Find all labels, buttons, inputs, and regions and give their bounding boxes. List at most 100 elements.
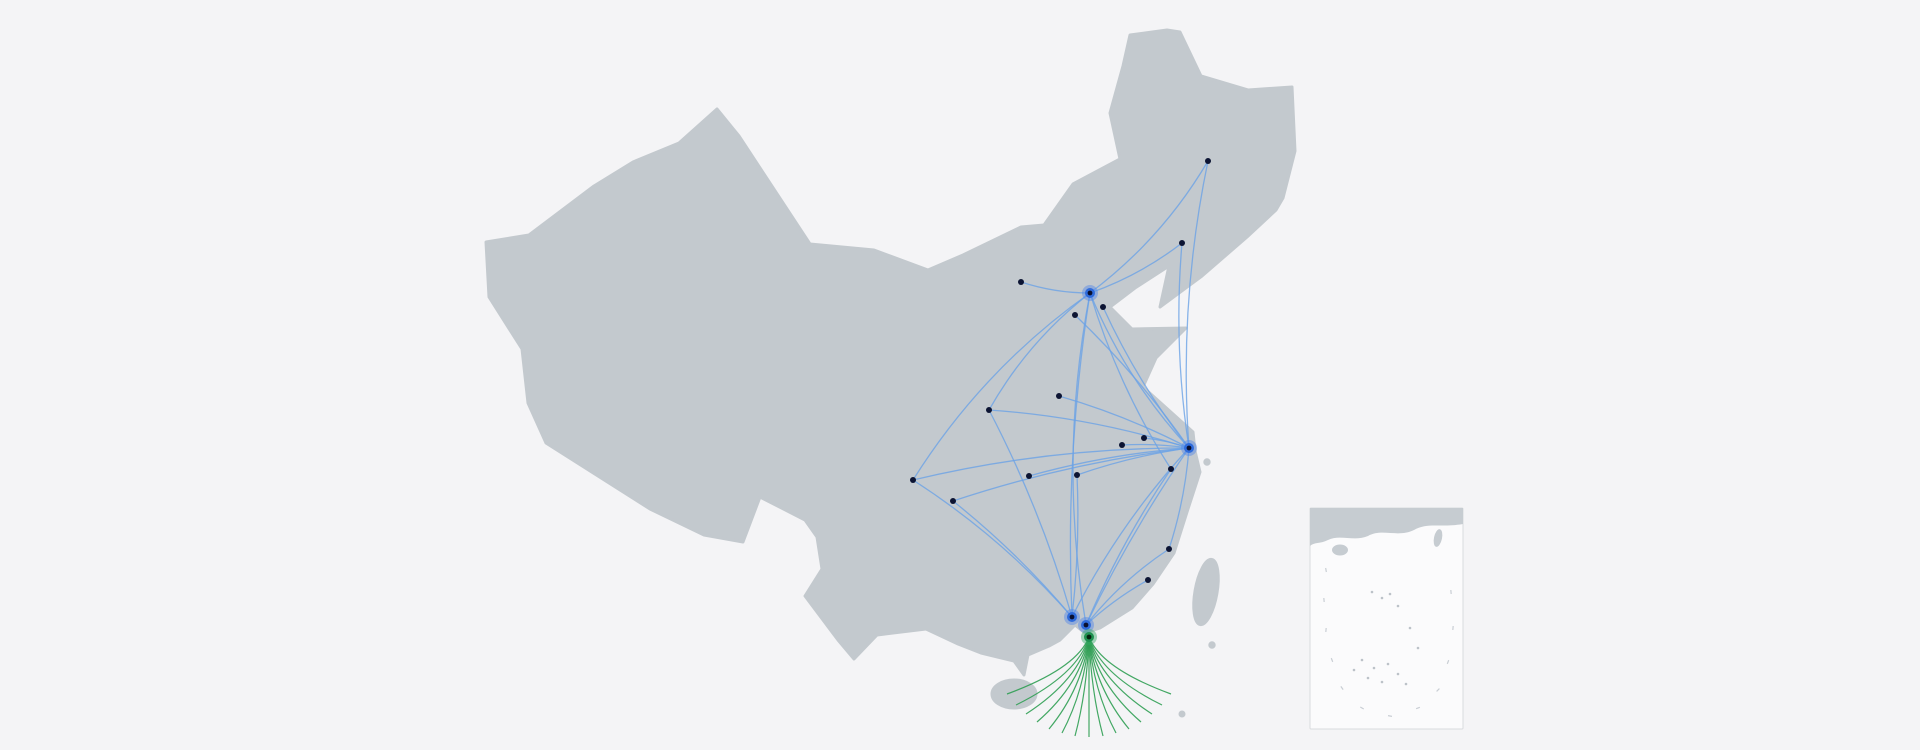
- inset-island-3: [1388, 592, 1392, 596]
- green-route-11: [1088, 636, 1130, 730]
- inset-island-2: [1380, 596, 1384, 600]
- route-beijing-hohhot: [1020, 281, 1091, 294]
- inset-island-4: [1396, 604, 1400, 608]
- city-dot-hangzhou[interactable]: [1168, 466, 1174, 472]
- city-dot-chengdu[interactable]: [910, 477, 916, 483]
- inset-coastline-shape: [1310, 508, 1463, 546]
- city-dot-harbin[interactable]: [1205, 158, 1211, 164]
- islet-south: [1178, 710, 1186, 718]
- inset-dash-9: [1436, 688, 1440, 692]
- city-dot-yichang[interactable]: [1026, 473, 1032, 479]
- inset-dash-4: [1330, 657, 1334, 663]
- city-dot-shenyang[interactable]: [1179, 240, 1185, 246]
- inset-island-6: [1416, 646, 1420, 650]
- green-route-4: [1036, 636, 1090, 723]
- green-route-3: [1025, 636, 1090, 715]
- inset-island-7: [1360, 658, 1364, 662]
- route-shanghai-zhengzhou: [1058, 395, 1190, 449]
- hub-guangzhou[interactable]: [1064, 609, 1080, 625]
- inset-island-14: [1352, 668, 1356, 672]
- hub-shanghai-core: [1186, 445, 1192, 451]
- city-dot-hefei[interactable]: [1119, 442, 1125, 448]
- route-shanghai-yichang: [1028, 447, 1190, 477]
- inset-dash-1: [1325, 567, 1327, 573]
- inset-dash-7: [1387, 715, 1393, 717]
- inset-dash-11: [1452, 625, 1454, 631]
- route-shanghai-shenzhen: [1085, 447, 1190, 626]
- city-dot-zhengzhou[interactable]: [1056, 393, 1062, 399]
- inset-dash-12: [1450, 589, 1452, 595]
- taiwan-island-shape: [1192, 557, 1220, 627]
- route-beijing-hangzhou: [1089, 292, 1172, 470]
- route-guangzhou-wuhan: [1071, 474, 1079, 618]
- green-route-1: [1006, 636, 1090, 695]
- inset-dash-2: [1323, 597, 1325, 603]
- city-dot-hohhot[interactable]: [1018, 279, 1024, 285]
- city-dot-chongqing[interactable]: [950, 498, 956, 504]
- south-china-sea-inset: [1309, 507, 1464, 730]
- city-dots-layer: [910, 158, 1211, 583]
- blue-routes-layer: [912, 160, 1209, 626]
- hub-shanghai[interactable]: [1181, 440, 1197, 456]
- inset-island-13: [1404, 682, 1408, 686]
- inset-dash-3: [1325, 627, 1327, 633]
- hub-hongkong[interactable]: [1081, 629, 1097, 645]
- inset-island-10: [1366, 676, 1370, 680]
- route-shanghai-fuzhou: [1168, 447, 1190, 550]
- hub-guangzhou-core: [1069, 614, 1075, 620]
- route-beijing-xian: [988, 292, 1091, 411]
- inset-island-8: [1372, 666, 1376, 670]
- city-dot-fuzhou[interactable]: [1166, 546, 1172, 552]
- route-beijing-chengdu: [912, 292, 1091, 481]
- route-shenzhen-hangzhou: [1085, 468, 1172, 626]
- islet-zhoushan: [1203, 458, 1211, 466]
- inset-dash-line-layer: [1323, 567, 1454, 717]
- inset-island-9: [1386, 662, 1390, 666]
- route-shanghai-chongqing: [952, 447, 1190, 502]
- green-route-14: [1088, 636, 1163, 706]
- mainland-china-shape: [484, 28, 1297, 677]
- hub-beijing[interactable]: [1082, 285, 1098, 301]
- city-dot-nanjing[interactable]: [1141, 435, 1147, 441]
- inset-island-1: [1370, 590, 1374, 594]
- hainan-island-shape: [990, 678, 1038, 710]
- green-route-13: [1088, 636, 1153, 715]
- islet-penghu: [1208, 641, 1216, 649]
- route-beijing-shenzhen: [1072, 292, 1091, 626]
- route-shanghai-chengdu: [912, 447, 1190, 481]
- route-shenzhen-xiamen: [1085, 579, 1149, 626]
- city-dot-xian[interactable]: [986, 407, 992, 413]
- route-beijing-harbin: [1089, 160, 1209, 294]
- route-guangzhou-chongqing: [952, 500, 1073, 618]
- route-shanghai-shijiazhuang: [1074, 314, 1190, 449]
- city-dot-wuhan[interactable]: [1074, 472, 1080, 478]
- hub-markers-layer: [1064, 285, 1197, 645]
- inset-island-5: [1408, 626, 1412, 630]
- route-shanghai-shenyang: [1178, 242, 1190, 449]
- city-dot-tianjin[interactable]: [1100, 304, 1106, 310]
- route-beijing-shenyang: [1089, 242, 1183, 294]
- hub-hongkong-core: [1086, 634, 1092, 640]
- city-dot-xiamen[interactable]: [1145, 577, 1151, 583]
- inset-dash-5: [1340, 686, 1344, 690]
- route-shenzhen-fuzhou: [1085, 548, 1170, 626]
- green-route-12: [1088, 636, 1142, 723]
- inset-island-11: [1380, 680, 1384, 684]
- inset-taiwan-shape: [1433, 529, 1443, 547]
- green-route-15: [1088, 636, 1172, 695]
- route-shanghai-harbin: [1185, 160, 1209, 449]
- hub-beijing-core: [1087, 290, 1093, 296]
- city-dot-shijiazhuang[interactable]: [1072, 312, 1078, 318]
- inset-island-12: [1396, 672, 1400, 676]
- hub-shenzhen[interactable]: [1078, 617, 1094, 633]
- route-shanghai-hefei: [1121, 443, 1190, 449]
- hub-shenzhen-core: [1083, 622, 1089, 628]
- inset-islands-layer: [1352, 590, 1420, 686]
- green-route-2: [1015, 636, 1090, 706]
- inset-hainan-shape: [1332, 544, 1348, 556]
- inset-dash-8: [1415, 706, 1421, 710]
- inset-dash-10: [1446, 659, 1450, 665]
- green-routes-layer: [1006, 636, 1172, 737]
